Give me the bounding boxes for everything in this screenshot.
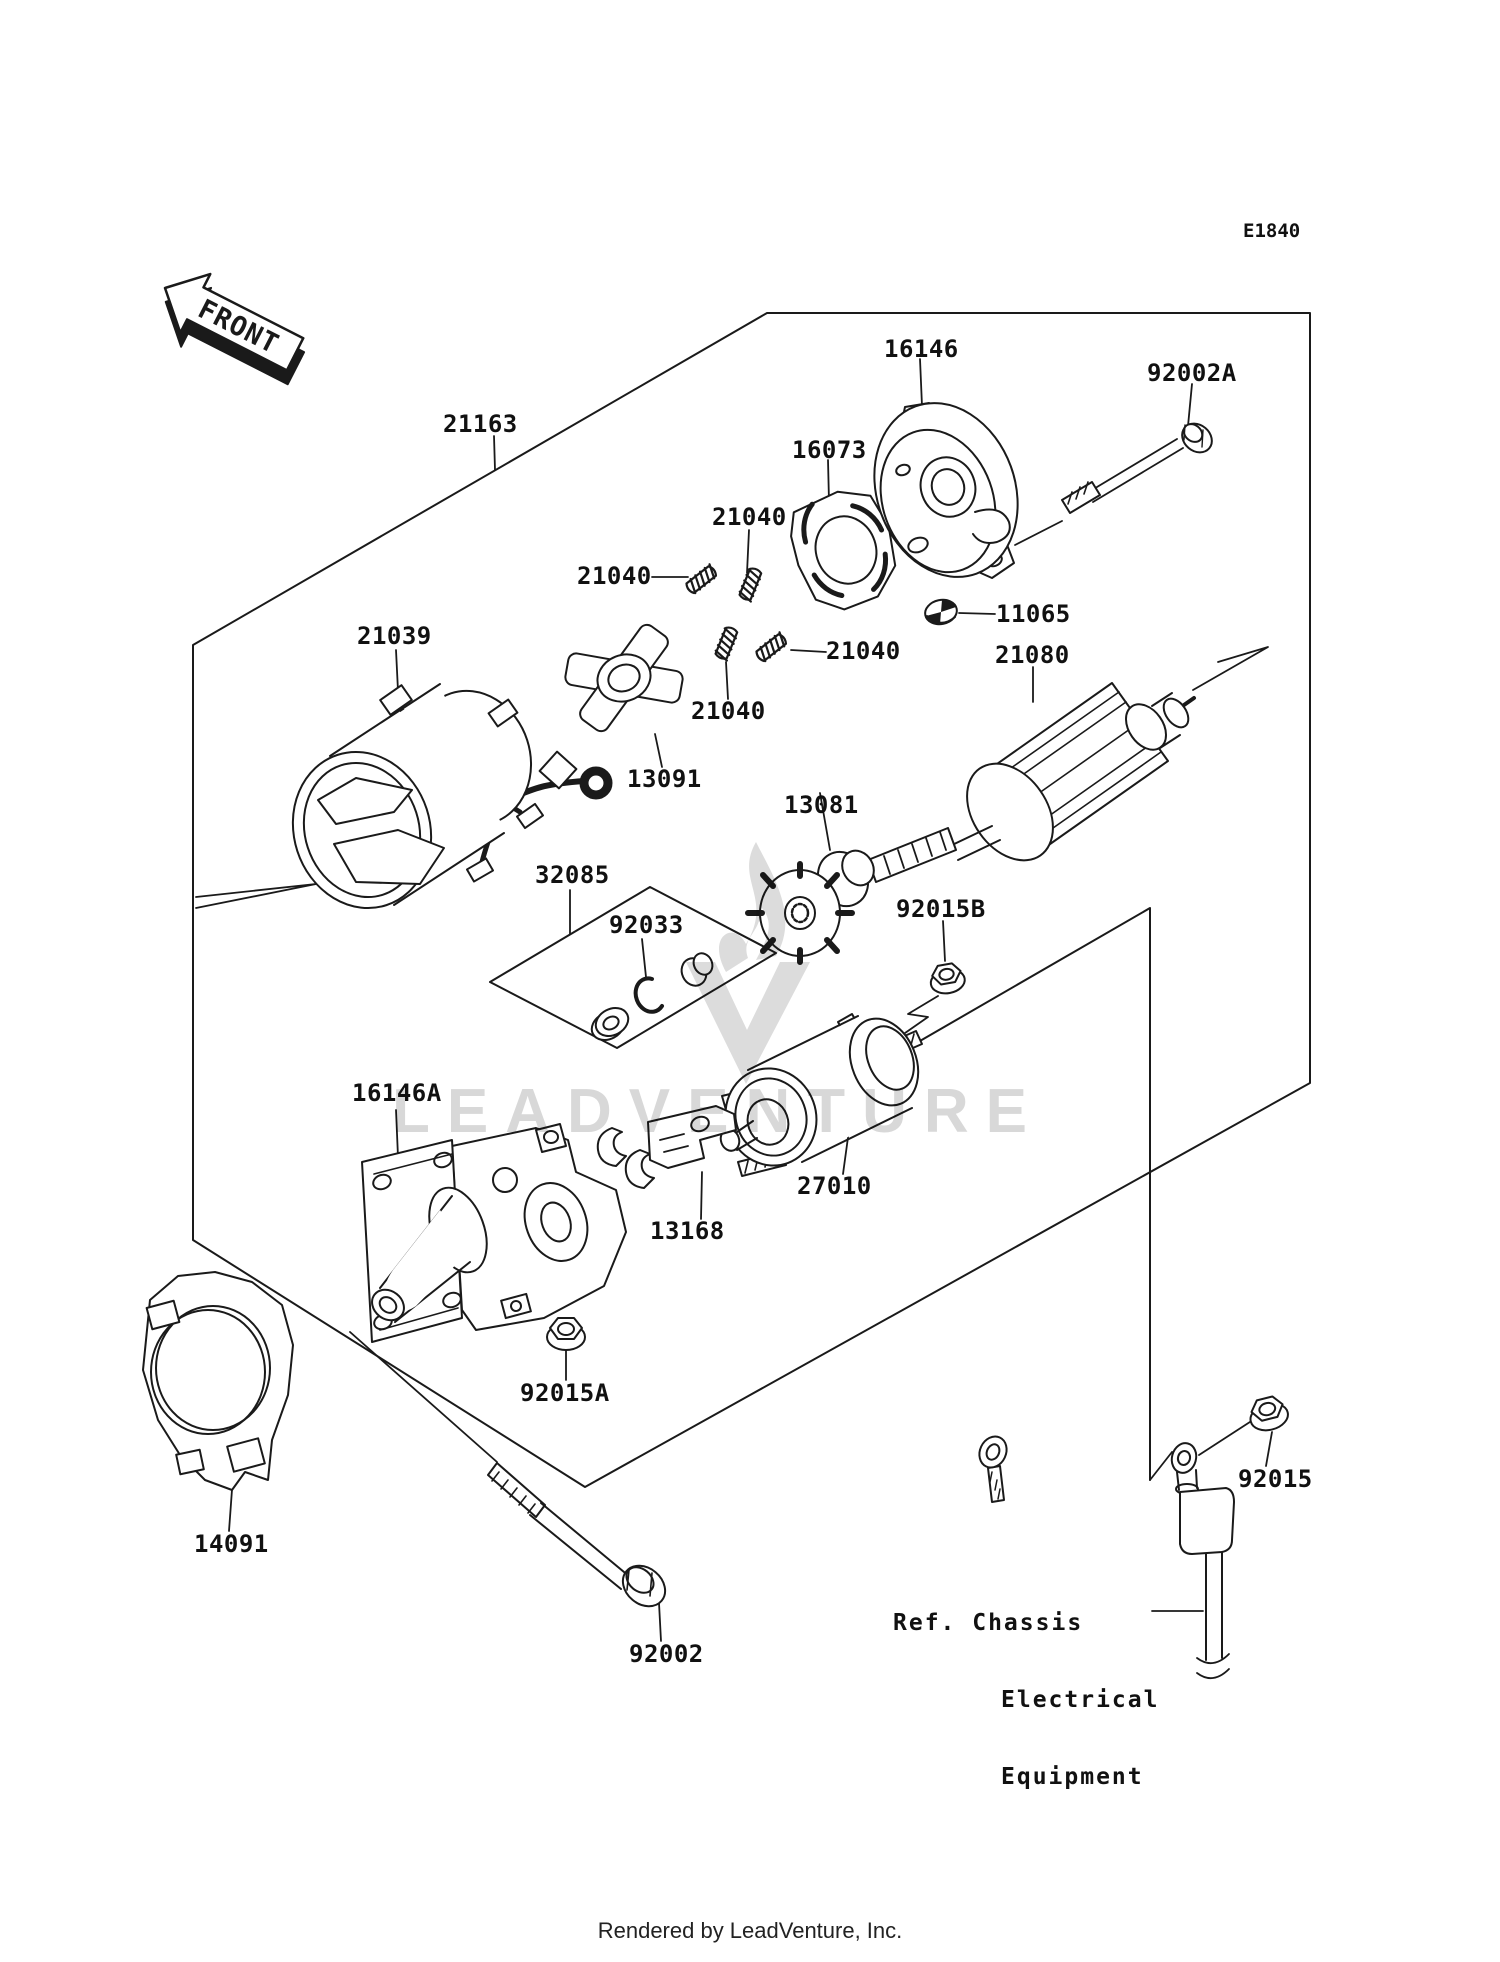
bolt-92002-drawing [488, 1463, 673, 1615]
yoke-drawing [273, 675, 608, 926]
part-label-13091: 13091 [627, 765, 702, 793]
part-label-13081: 13081 [784, 791, 859, 819]
brush-springs [683, 563, 790, 665]
part-label-92002: 92002 [629, 1640, 704, 1668]
nut-92015a-drawing [546, 1317, 586, 1351]
part-label-92015a: 92015A [520, 1379, 610, 1407]
ref-note-line3: Equipment [1001, 1764, 1144, 1790]
battery-cable-drawing [974, 1432, 1234, 1678]
nut-92015b-drawing [927, 960, 968, 997]
part-label-21040-bottom: 21040 [691, 697, 766, 725]
part-label-92002a: 92002A [1147, 359, 1237, 387]
part-label-92015b: 92015B [896, 895, 986, 923]
part-label-27010: 27010 [797, 1172, 872, 1200]
leadventure-watermark: LEADVENTURE [392, 1077, 1045, 1146]
front-arrow: FRONT [145, 259, 317, 398]
leader-lines [229, 359, 1272, 1641]
rendered-by-footer: Rendered by LeadVenture, Inc. [597, 1918, 903, 1943]
diagram-code: E1840 [1243, 220, 1301, 242]
part-label-21040-top: 21040 [712, 503, 787, 531]
shift-fork-drawing [598, 1106, 736, 1188]
solenoid-drawing [712, 1008, 931, 1178]
end-cover-drawing [851, 383, 1042, 597]
part-label-21163: 21163 [443, 410, 518, 438]
part-label-16073: 16073 [792, 436, 867, 464]
cap-nut-drawing [923, 597, 959, 627]
part-label-13168: 13168 [650, 1217, 725, 1245]
armature-drawing [856, 683, 1194, 882]
cover-plate-drawing [143, 1272, 293, 1490]
brush-holder-drawing [554, 615, 694, 740]
part-label-14091: 14091 [194, 1530, 269, 1558]
ref-note-line2: Electrical [1001, 1687, 1160, 1713]
part-label-16146a: 16146A [352, 1079, 442, 1107]
part-label-11065: 11065 [996, 600, 1071, 628]
part-label-21039: 21039 [357, 622, 432, 650]
ref-chassis-note: Ref. Chassis Electrical Equipment [893, 1566, 1159, 1843]
brush-plate-drawing [781, 480, 909, 619]
part-label-21040-right: 21040 [826, 637, 901, 665]
ref-note-line1: Ref. Chassis [893, 1610, 1084, 1636]
gear-case-drawing [362, 1124, 626, 1342]
part-label-21040-left: 21040 [577, 562, 652, 590]
nut-92015-drawing [1245, 1392, 1292, 1436]
part-label-92015: 92015 [1238, 1465, 1313, 1493]
bolt-92002a-drawing [1062, 418, 1218, 513]
leadventure-flame-logo [686, 842, 810, 1084]
part-label-21080: 21080 [995, 641, 1070, 669]
part-label-32085: 32085 [535, 861, 610, 889]
part-label-92033: 92033 [609, 911, 684, 939]
part-label-16146: 16146 [884, 335, 959, 363]
